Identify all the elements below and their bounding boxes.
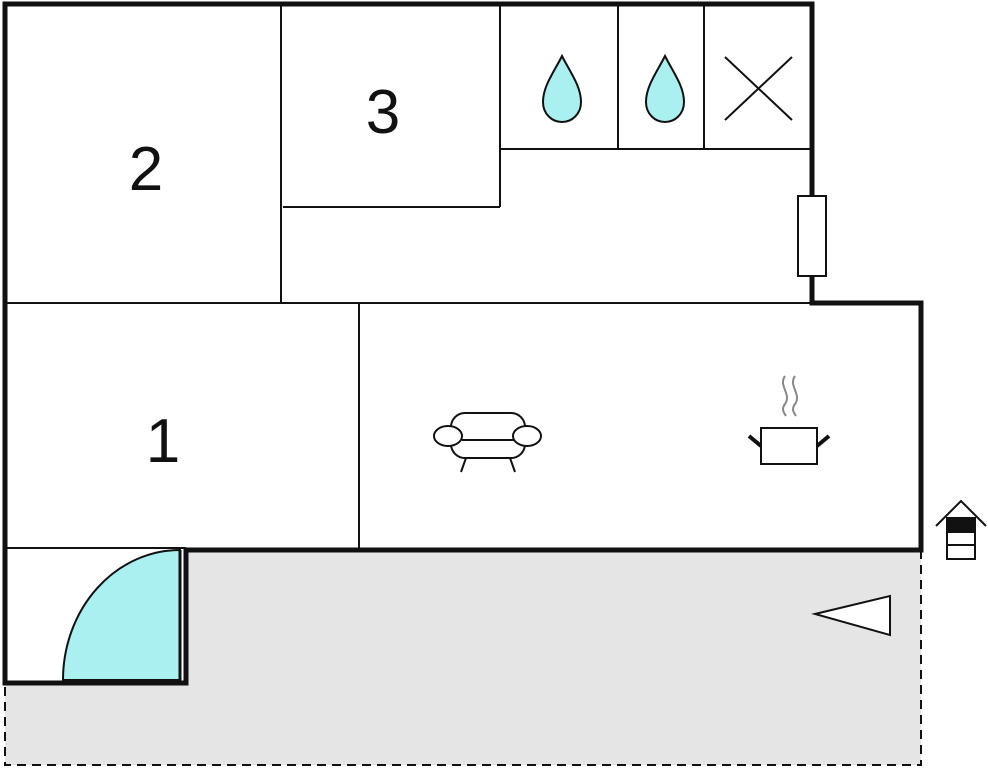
room-label-3: 3 (366, 78, 400, 147)
water-drop-icon (541, 53, 583, 124)
house-floor-icon (935, 499, 987, 560)
interior-walls (5, 4, 812, 550)
room-label-1: 1 (146, 407, 180, 476)
cooking-pot-icon (747, 375, 831, 465)
terrace-dashed-border (4, 550, 922, 766)
direction-triangle-icon (811, 594, 891, 637)
x-mark-icon (724, 56, 793, 121)
radiator-icon (797, 195, 827, 277)
sofa-icon (433, 412, 542, 473)
terrace-area (5, 550, 921, 765)
door-swing-icon (61, 548, 181, 681)
room-label-2: 2 (129, 135, 163, 204)
exterior-walls (2, 1, 924, 686)
water-drop-icon (644, 53, 686, 124)
